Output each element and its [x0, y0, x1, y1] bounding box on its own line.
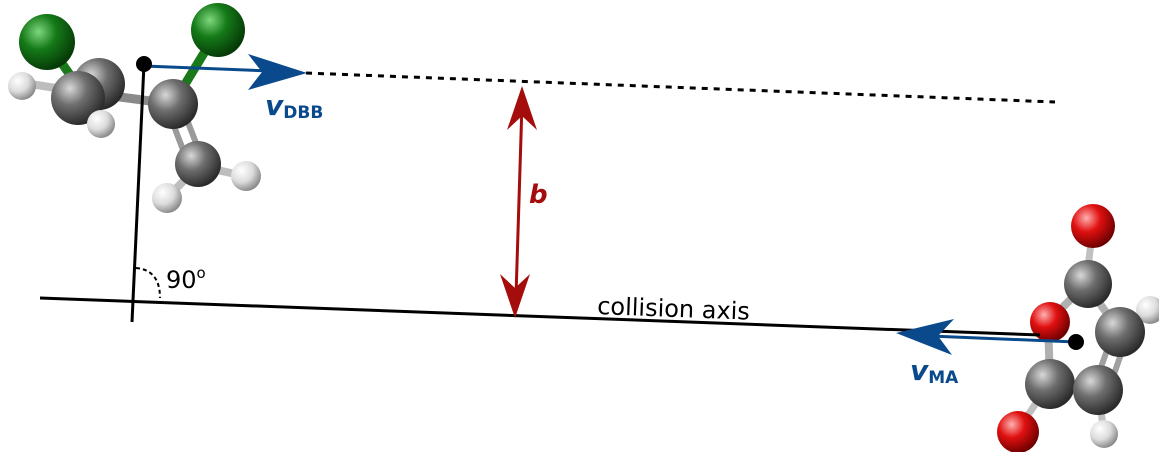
impact-parameter-arrow [500, 86, 537, 318]
ma-center-of-mass-dot [1068, 334, 1084, 350]
v-ma-label: vMA [910, 354, 959, 388]
collision-axis-label: collision axis [597, 292, 751, 326]
ma-carbon-atom [1025, 359, 1075, 409]
ma-molecule [997, 204, 1159, 452]
dbb-trajectory-dotted-line [305, 71, 1056, 104]
dbb-carbon-atom [51, 71, 105, 125]
ma-oxygen-atom [1030, 302, 1070, 342]
perpendicular-line [130, 63, 146, 323]
right-angle-marker [135, 267, 161, 299]
ma-carbon-atom [1064, 260, 1112, 308]
angle-label: 90o [166, 264, 206, 294]
dbb-molecule [8, 3, 261, 213]
collision-axis-line [39, 296, 1041, 337]
dbb-carbon-atom [148, 79, 198, 129]
ma-hydrogen-atom [1136, 296, 1159, 324]
ma-oxygen-atom [1071, 204, 1115, 248]
dbb-hydrogen-atom [8, 72, 36, 100]
dbb-chlorine-atom [19, 14, 75, 70]
dbb-chlorine-atom [191, 3, 245, 57]
dbb-carbon-atom [175, 141, 221, 187]
ma-hydrogen-atom [1090, 420, 1118, 448]
ma-carbon-atom [1073, 365, 1123, 415]
v-dbb-label: vDBB [265, 89, 323, 123]
v-dbb-arrow [143, 54, 307, 90]
dbb-hydrogen-atom [87, 110, 115, 138]
dbb-hydrogen-atom [152, 183, 182, 213]
ma-oxygen-atom [997, 411, 1039, 452]
ma-carbon-atom [1095, 307, 1145, 357]
impact-parameter-label: b [529, 180, 548, 210]
dbb-center-of-mass-dot [136, 56, 152, 72]
dbb-hydrogen-atom [231, 161, 261, 191]
v-ma-arrow [896, 319, 1077, 355]
